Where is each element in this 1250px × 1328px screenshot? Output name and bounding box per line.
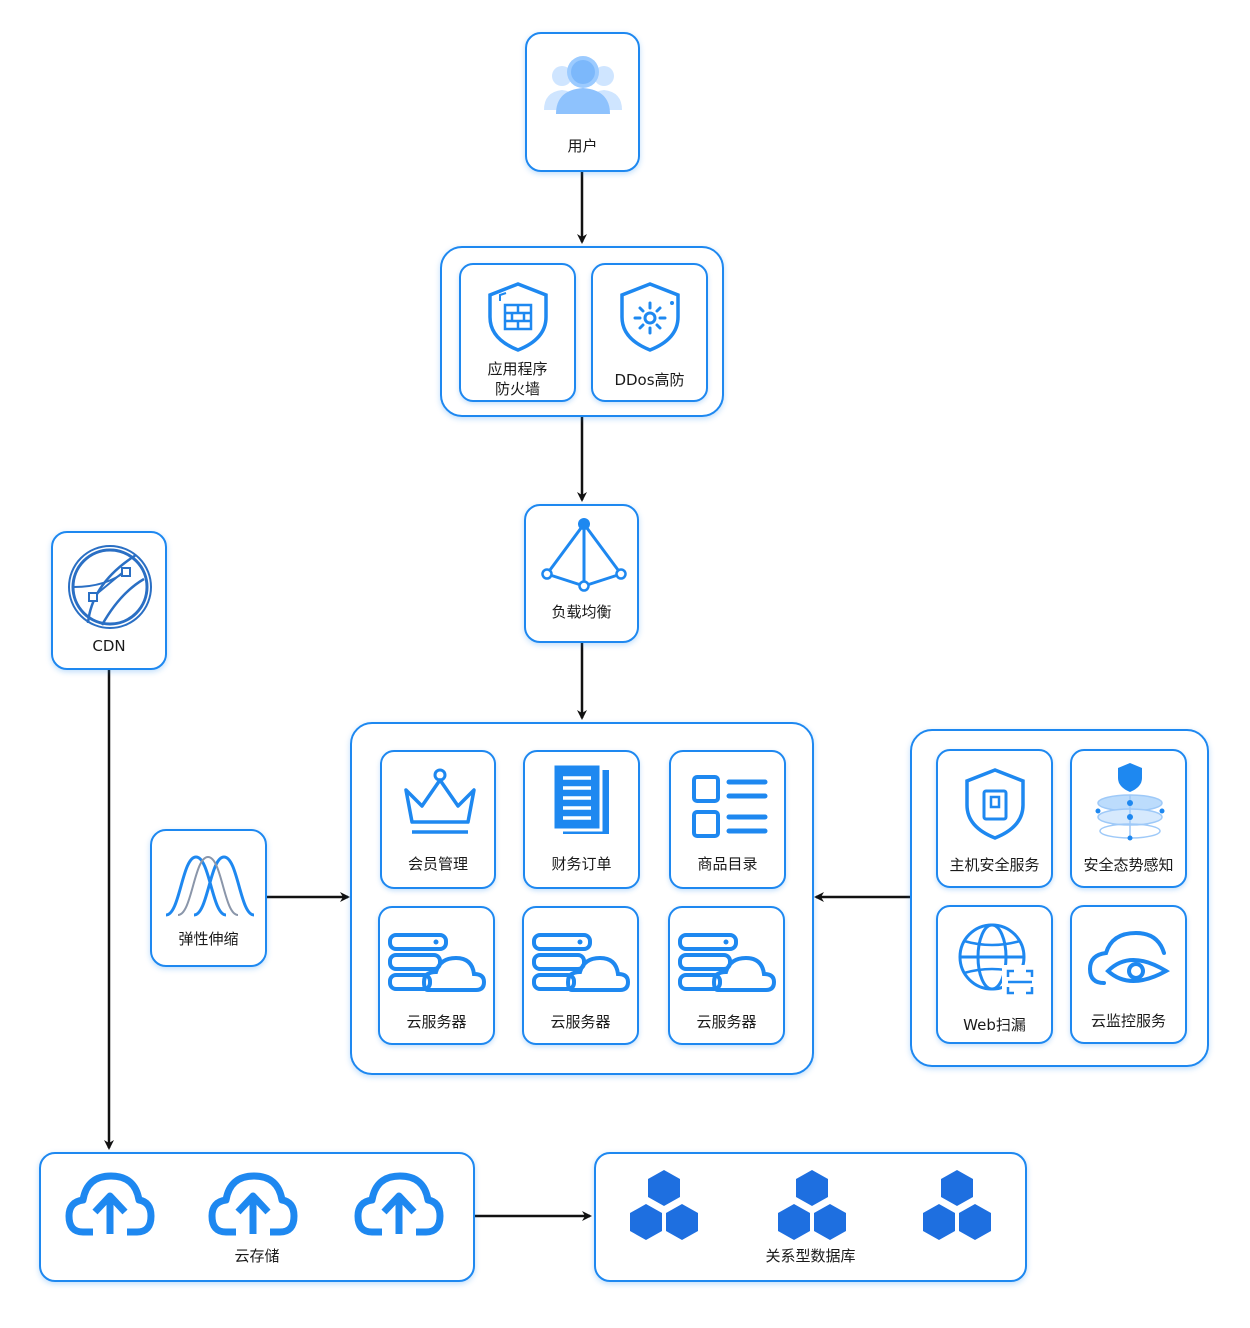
cloud-upload-icon bbox=[208, 1172, 298, 1236]
firewall-label-line1: 应用程序 bbox=[487, 360, 548, 378]
firewall-label-line2: 防火墙 bbox=[494, 380, 540, 398]
document-icon bbox=[551, 764, 609, 834]
cloud-server-label: 云服务器 bbox=[406, 1013, 467, 1031]
web-scan-card[interactable]: Web扫漏 bbox=[936, 905, 1053, 1044]
cloud-server-card[interactable]: 云服务器 bbox=[522, 906, 639, 1045]
member-management-label: 会员管理 bbox=[407, 855, 468, 873]
cloud-storage-label: 云存储 bbox=[234, 1247, 280, 1265]
cdn-label: CDN bbox=[92, 637, 126, 655]
host-security-label: 主机安全服务 bbox=[949, 856, 1040, 874]
cloud-server-icon bbox=[388, 933, 487, 992]
cloud-server-card[interactable]: 云服务器 bbox=[378, 906, 495, 1045]
cloud-server-card[interactable]: 云服务器 bbox=[668, 906, 785, 1045]
situation-awareness-card[interactable]: 安全态势感知 bbox=[1070, 749, 1187, 888]
cloud-upload-icon bbox=[354, 1172, 444, 1236]
cloud-monitor-card[interactable]: 云监控服务 bbox=[1070, 905, 1187, 1044]
cloud-server-icon bbox=[532, 933, 631, 992]
finance-order-card[interactable]: 财务订单 bbox=[523, 750, 640, 889]
ddos-card[interactable]: DDos高防 bbox=[591, 263, 708, 402]
host-shield-icon bbox=[965, 768, 1025, 840]
elastic-scaling-node[interactable]: 弹性伸缩 bbox=[150, 829, 267, 967]
finance-order-label: 财务订单 bbox=[551, 855, 612, 873]
cloud-server-label: 云服务器 bbox=[696, 1013, 757, 1031]
database-label: 关系型数据库 bbox=[765, 1247, 856, 1265]
database-node[interactable]: 关系型数据库 bbox=[594, 1152, 1027, 1282]
load-balancer-label: 负载均衡 bbox=[551, 603, 612, 621]
scaling-wave-icon bbox=[165, 855, 255, 917]
host-security-card[interactable]: 主机安全服务 bbox=[936, 749, 1053, 888]
member-management-card[interactable]: 会员管理 bbox=[380, 750, 496, 889]
firewall-shield-icon bbox=[488, 282, 548, 352]
web-scan-label: Web扫漏 bbox=[963, 1016, 1026, 1034]
ddos-label: DDos高防 bbox=[614, 371, 685, 389]
cloud-server-icon bbox=[678, 933, 777, 992]
cloud-server-label: 云服务器 bbox=[550, 1013, 611, 1031]
product-catalog-label: 商品目录 bbox=[697, 855, 758, 873]
security-services-group: 主机安全服务 安全态势感知 bbox=[910, 729, 1209, 1067]
crown-icon bbox=[404, 768, 476, 834]
cdn-node[interactable]: CDN bbox=[51, 531, 167, 670]
situation-awareness-label: 安全态势感知 bbox=[1083, 856, 1174, 874]
elastic-scaling-label: 弹性伸缩 bbox=[178, 930, 239, 948]
cloud-eye-icon bbox=[1087, 930, 1170, 985]
load-balancer-node[interactable]: 负载均衡 bbox=[524, 504, 639, 643]
user-avatar-icon bbox=[544, 56, 622, 114]
cloud-storage-node[interactable]: 云存储 bbox=[39, 1152, 475, 1282]
catalog-list-icon bbox=[692, 775, 768, 838]
user-node[interactable]: 用户 bbox=[525, 32, 640, 172]
security-gateway-group: 应用程序 防火墙 DDos高防 bbox=[440, 246, 724, 417]
database-hexagon-icon bbox=[923, 1170, 991, 1240]
database-hexagon-icon bbox=[630, 1170, 698, 1240]
firewall-card[interactable]: 应用程序 防火墙 bbox=[459, 263, 576, 402]
ddos-shield-icon bbox=[620, 282, 680, 352]
product-catalog-card[interactable]: 商品目录 bbox=[669, 750, 786, 889]
cloud-monitor-label: 云监控服务 bbox=[1090, 1012, 1166, 1030]
cdn-globe-icon bbox=[68, 545, 152, 629]
web-scan-icon bbox=[958, 923, 1036, 999]
cloud-upload-icon bbox=[65, 1172, 155, 1236]
load-balance-icon bbox=[541, 518, 627, 592]
user-label: 用户 bbox=[567, 137, 598, 155]
situation-awareness-icon bbox=[1095, 763, 1165, 841]
application-group: 会员管理 财务订单 商品目录 bbox=[350, 722, 814, 1075]
database-hexagon-icon bbox=[778, 1170, 846, 1240]
